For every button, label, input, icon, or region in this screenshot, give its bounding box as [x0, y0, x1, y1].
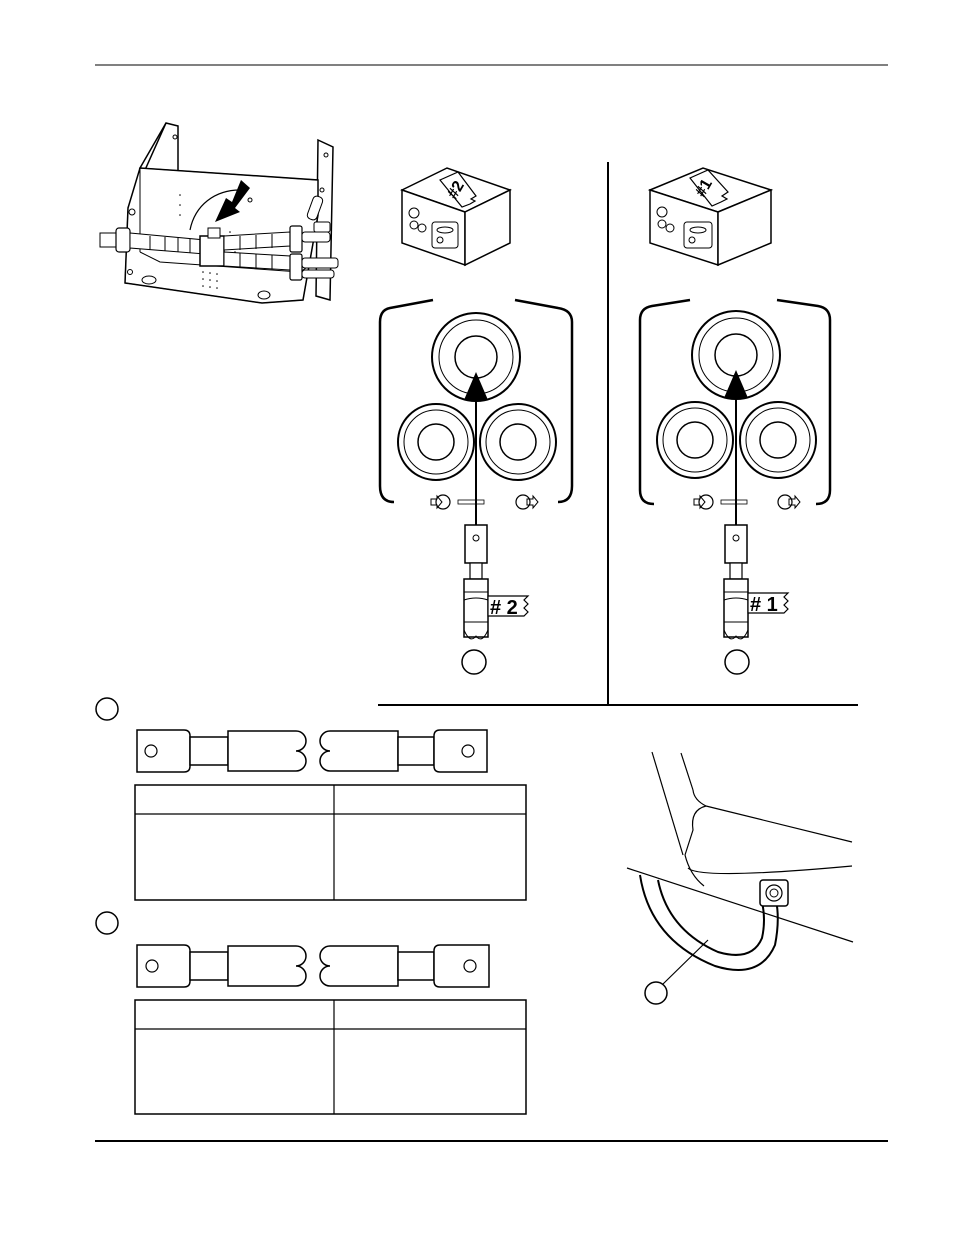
- spec-table-2: [134, 999, 527, 1115]
- cable-lead-1: # 1: [723, 370, 790, 675]
- pump-box-2: #2: [400, 167, 512, 267]
- insert-arrow-2: [464, 372, 488, 400]
- cable-assembly-2: [95, 911, 490, 988]
- box-tag-1: #1: [692, 176, 716, 200]
- pump-in-icon: [430, 494, 451, 510]
- cable-lead-2: # 2: [461, 372, 530, 675]
- chassis-drawing: [99, 122, 339, 304]
- spec-table-1: [134, 784, 527, 901]
- port-panel-2: [378, 298, 574, 510]
- callout-circle-lead-1: [724, 649, 750, 675]
- lead-tag-1: # 1: [750, 594, 778, 616]
- pump-box-1: #1: [647, 167, 774, 267]
- pump-out-icon: [515, 494, 539, 510]
- cable-assembly-1: [95, 697, 488, 773]
- callout-circle-lead-2: [461, 649, 487, 675]
- callout-circle-strap: [644, 981, 668, 1005]
- callout-circle-cable-2: [95, 911, 119, 935]
- box-tag-2: #2: [444, 178, 468, 202]
- port-panel-1: [638, 298, 832, 510]
- pump-out-icon: [777, 494, 801, 510]
- ground-strap-detail: [626, 751, 854, 1005]
- pump-in-icon: [693, 494, 714, 510]
- callout-circle-cable-1: [95, 697, 119, 721]
- lead-tag-2: # 2: [490, 597, 518, 619]
- chassis-pointer-arrow: [215, 180, 250, 222]
- insert-arrow-1: [724, 370, 748, 398]
